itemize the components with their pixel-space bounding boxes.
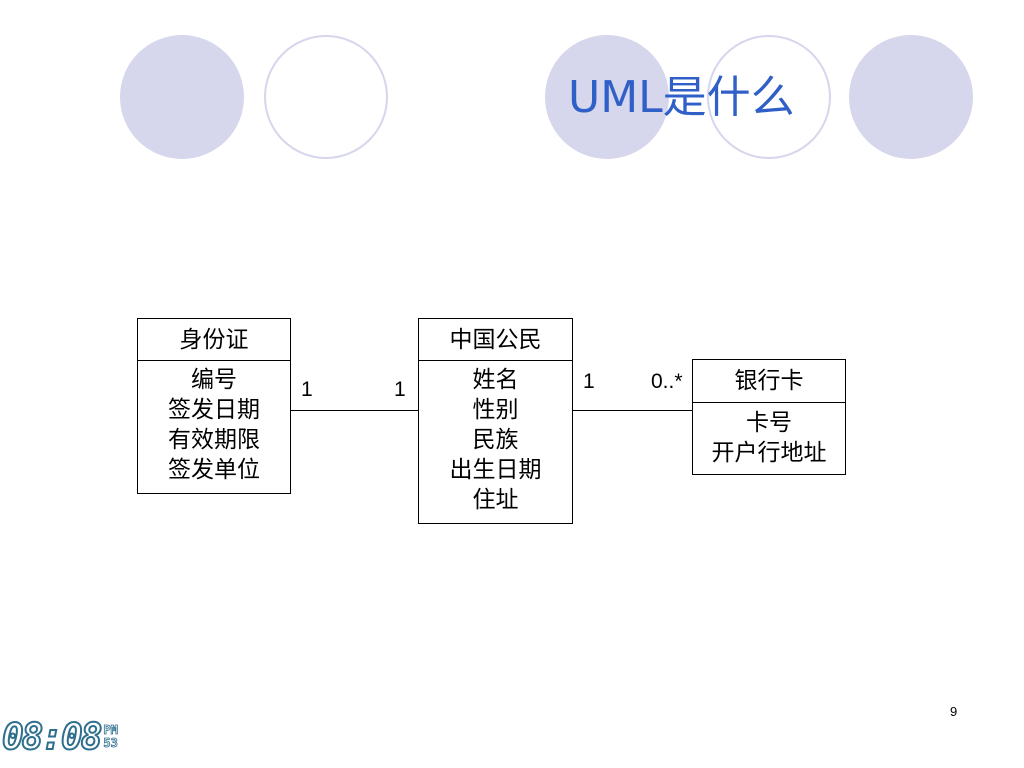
attribute: 出生日期 bbox=[449, 457, 542, 483]
association-line-citizen-bankcard bbox=[572, 410, 692, 411]
multiplicity-citizen-left: 1 bbox=[394, 378, 406, 401]
clock-time: 08:08 bbox=[1, 717, 103, 759]
attribute: 编号 bbox=[191, 367, 237, 393]
class-box-bank-card: 银行卡 卡号 开户行地址 bbox=[692, 359, 846, 475]
class-attributes: 卡号 开户行地址 bbox=[693, 403, 845, 468]
association-line-idcard-citizen bbox=[290, 410, 418, 411]
slide-title: UML是什么 bbox=[568, 72, 795, 123]
attribute: 有效期限 bbox=[168, 427, 260, 453]
attribute: 卡号 bbox=[746, 410, 792, 436]
class-name: 银行卡 bbox=[693, 360, 845, 403]
multiplicity-citizen-right: 1 bbox=[583, 370, 595, 393]
attribute: 姓名 bbox=[472, 367, 519, 393]
decor-circle-4 bbox=[707, 35, 831, 159]
clock-widget: 08:08 PM 53 bbox=[1, 717, 118, 762]
decor-circle-2 bbox=[264, 35, 388, 159]
attribute: 住址 bbox=[472, 487, 519, 513]
attribute: 签发日期 bbox=[168, 397, 260, 423]
attribute: 民族 bbox=[472, 427, 519, 453]
clock-seconds: 53 bbox=[103, 736, 118, 750]
attribute: 签发单位 bbox=[168, 457, 260, 483]
decor-circle-1 bbox=[120, 35, 244, 159]
decor-circle-3 bbox=[545, 35, 669, 159]
multiplicity-idcard: 1 bbox=[301, 378, 313, 401]
class-attributes: 姓名 性别 民族 出生日期 住址 bbox=[419, 361, 572, 515]
multiplicity-bankcard: 0..* bbox=[651, 370, 683, 393]
attribute: 性别 bbox=[472, 397, 519, 423]
class-attributes: 编号 签发日期 有效期限 签发单位 bbox=[138, 361, 290, 485]
decor-circle-5 bbox=[849, 35, 973, 159]
page-number: 9 bbox=[950, 704, 958, 719]
clock-ampm: PM bbox=[103, 723, 118, 737]
class-name: 中国公民 bbox=[419, 319, 572, 361]
clock-side: PM 53 bbox=[103, 723, 118, 750]
class-box-citizen: 中国公民 姓名 性别 民族 出生日期 住址 bbox=[418, 318, 573, 524]
class-name: 身份证 bbox=[138, 319, 290, 361]
attribute: 开户行地址 bbox=[711, 440, 827, 466]
class-box-id-card: 身份证 编号 签发日期 有效期限 签发单位 bbox=[137, 318, 291, 494]
